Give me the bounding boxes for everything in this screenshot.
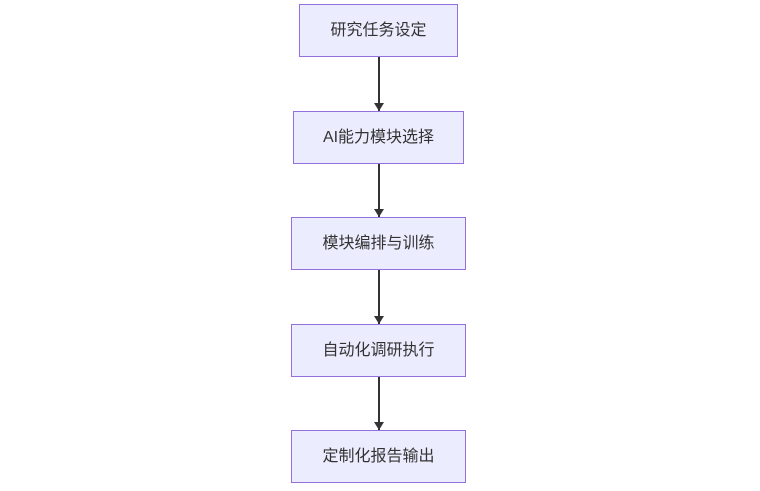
arrow-down-icon: [374, 209, 384, 217]
flow-node-label: 研究任务设定: [330, 21, 427, 39]
arrow-down-icon: [374, 103, 384, 111]
arrow-down-icon: [374, 316, 384, 324]
flow-node-label: 模块编排与训练: [322, 234, 435, 252]
flow-arrow-3: [374, 270, 384, 324]
flow-node-module-orchestration-training: 模块编排与训练: [291, 217, 466, 270]
flow-node-automated-research-execution: 自动化调研执行: [291, 324, 466, 377]
flow-arrow-2: [374, 164, 384, 217]
flow-node-label: 自动化调研执行: [322, 341, 435, 359]
arrow-down-icon: [374, 422, 384, 430]
flow-node-label: 定制化报告输出: [322, 447, 435, 465]
flow-node-label: AI能力模块选择: [322, 128, 435, 146]
flow-node-ai-module-selection: AI能力模块选择: [293, 111, 464, 164]
flow-node-research-task-setting: 研究任务设定: [299, 4, 458, 57]
flow-arrow-4: [374, 377, 384, 430]
flow-arrow-1: [374, 57, 384, 111]
flow-node-customized-report-output: 定制化报告输出: [291, 430, 466, 483]
